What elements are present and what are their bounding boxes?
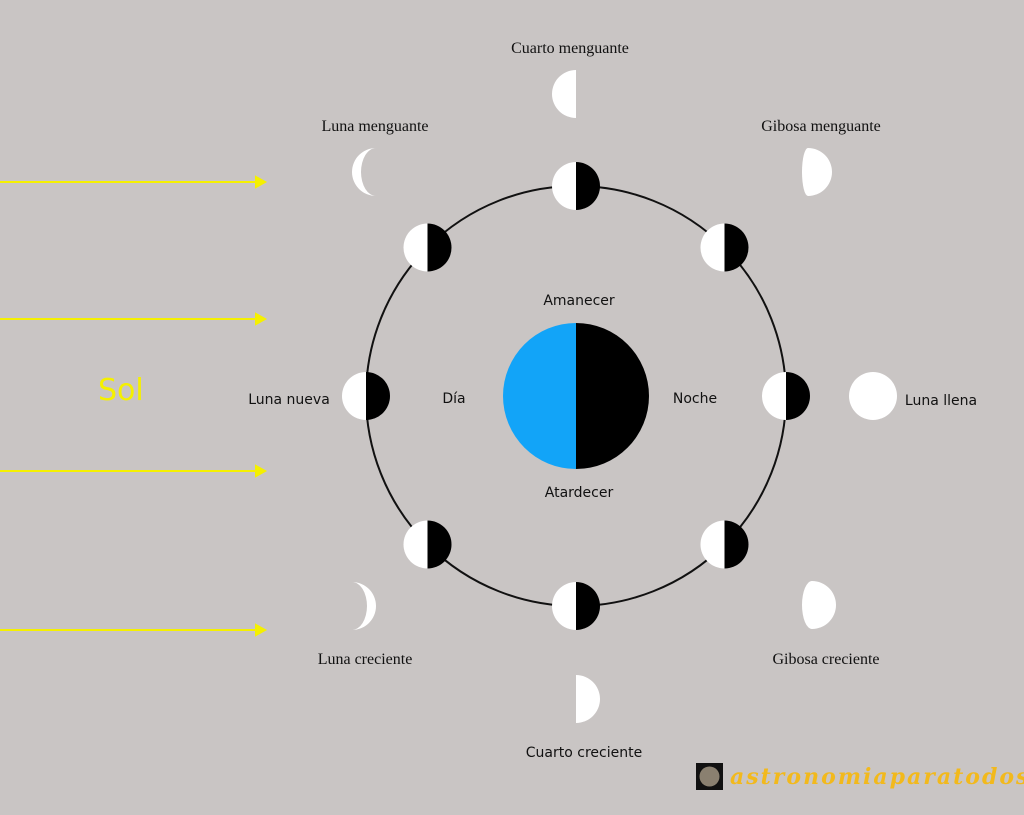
orbit-moon [552, 162, 600, 210]
orbit-moon [403, 520, 452, 569]
arrow-head-icon [255, 175, 268, 189]
luna-llena-shape [849, 372, 897, 420]
orbit-moons [342, 162, 810, 630]
logo: astronomiaparatodos.com [696, 763, 1024, 790]
cuarto-menguante-shape [552, 70, 576, 118]
orbit-moon [403, 223, 452, 272]
cuarto-creciente-shape [576, 675, 600, 723]
gibosa-menguante-shape [802, 148, 832, 196]
label-gibosa-creciente: Gibosa creciente [772, 651, 879, 668]
sun-label: Sol [98, 373, 144, 408]
label-luna-nueva: Luna nueva [248, 392, 330, 408]
label-amanecer: Amanecer [543, 293, 615, 309]
earth [503, 323, 649, 469]
arrow-head-icon [255, 464, 268, 478]
label-atardecer: Atardecer [545, 485, 614, 501]
label-cuarto-menguante: Cuarto menguante [511, 40, 629, 57]
orbit-moon [700, 223, 749, 272]
earth-day-side [503, 323, 576, 469]
orbit-moon [552, 582, 600, 630]
logo-text: astronomiaparatodos.com [730, 764, 1024, 790]
label-cuarto-creciente: Cuarto creciente [526, 745, 642, 761]
gibosa-creciente-shape [802, 581, 836, 629]
luna-menguante-shape [352, 148, 376, 196]
arrow-head-icon [255, 623, 268, 637]
label-luna-llena: Luna llena [905, 393, 977, 409]
arrow-head-icon [255, 312, 268, 326]
luna-creciente-shape [352, 582, 376, 630]
label-luna-creciente: Luna creciente [318, 651, 413, 668]
label-noche: Noche [673, 391, 717, 407]
orbit-moon [762, 372, 810, 420]
label-dia: Día [442, 391, 465, 407]
sun-rays [0, 175, 268, 637]
earth-night-side [576, 323, 649, 469]
label-gibosa-menguante: Gibosa menguante [761, 118, 881, 135]
label-luna-menguante: Luna menguante [321, 118, 428, 135]
apparent-phases [352, 70, 897, 723]
orbit-moon [342, 372, 390, 420]
orbit-moon [700, 520, 749, 569]
